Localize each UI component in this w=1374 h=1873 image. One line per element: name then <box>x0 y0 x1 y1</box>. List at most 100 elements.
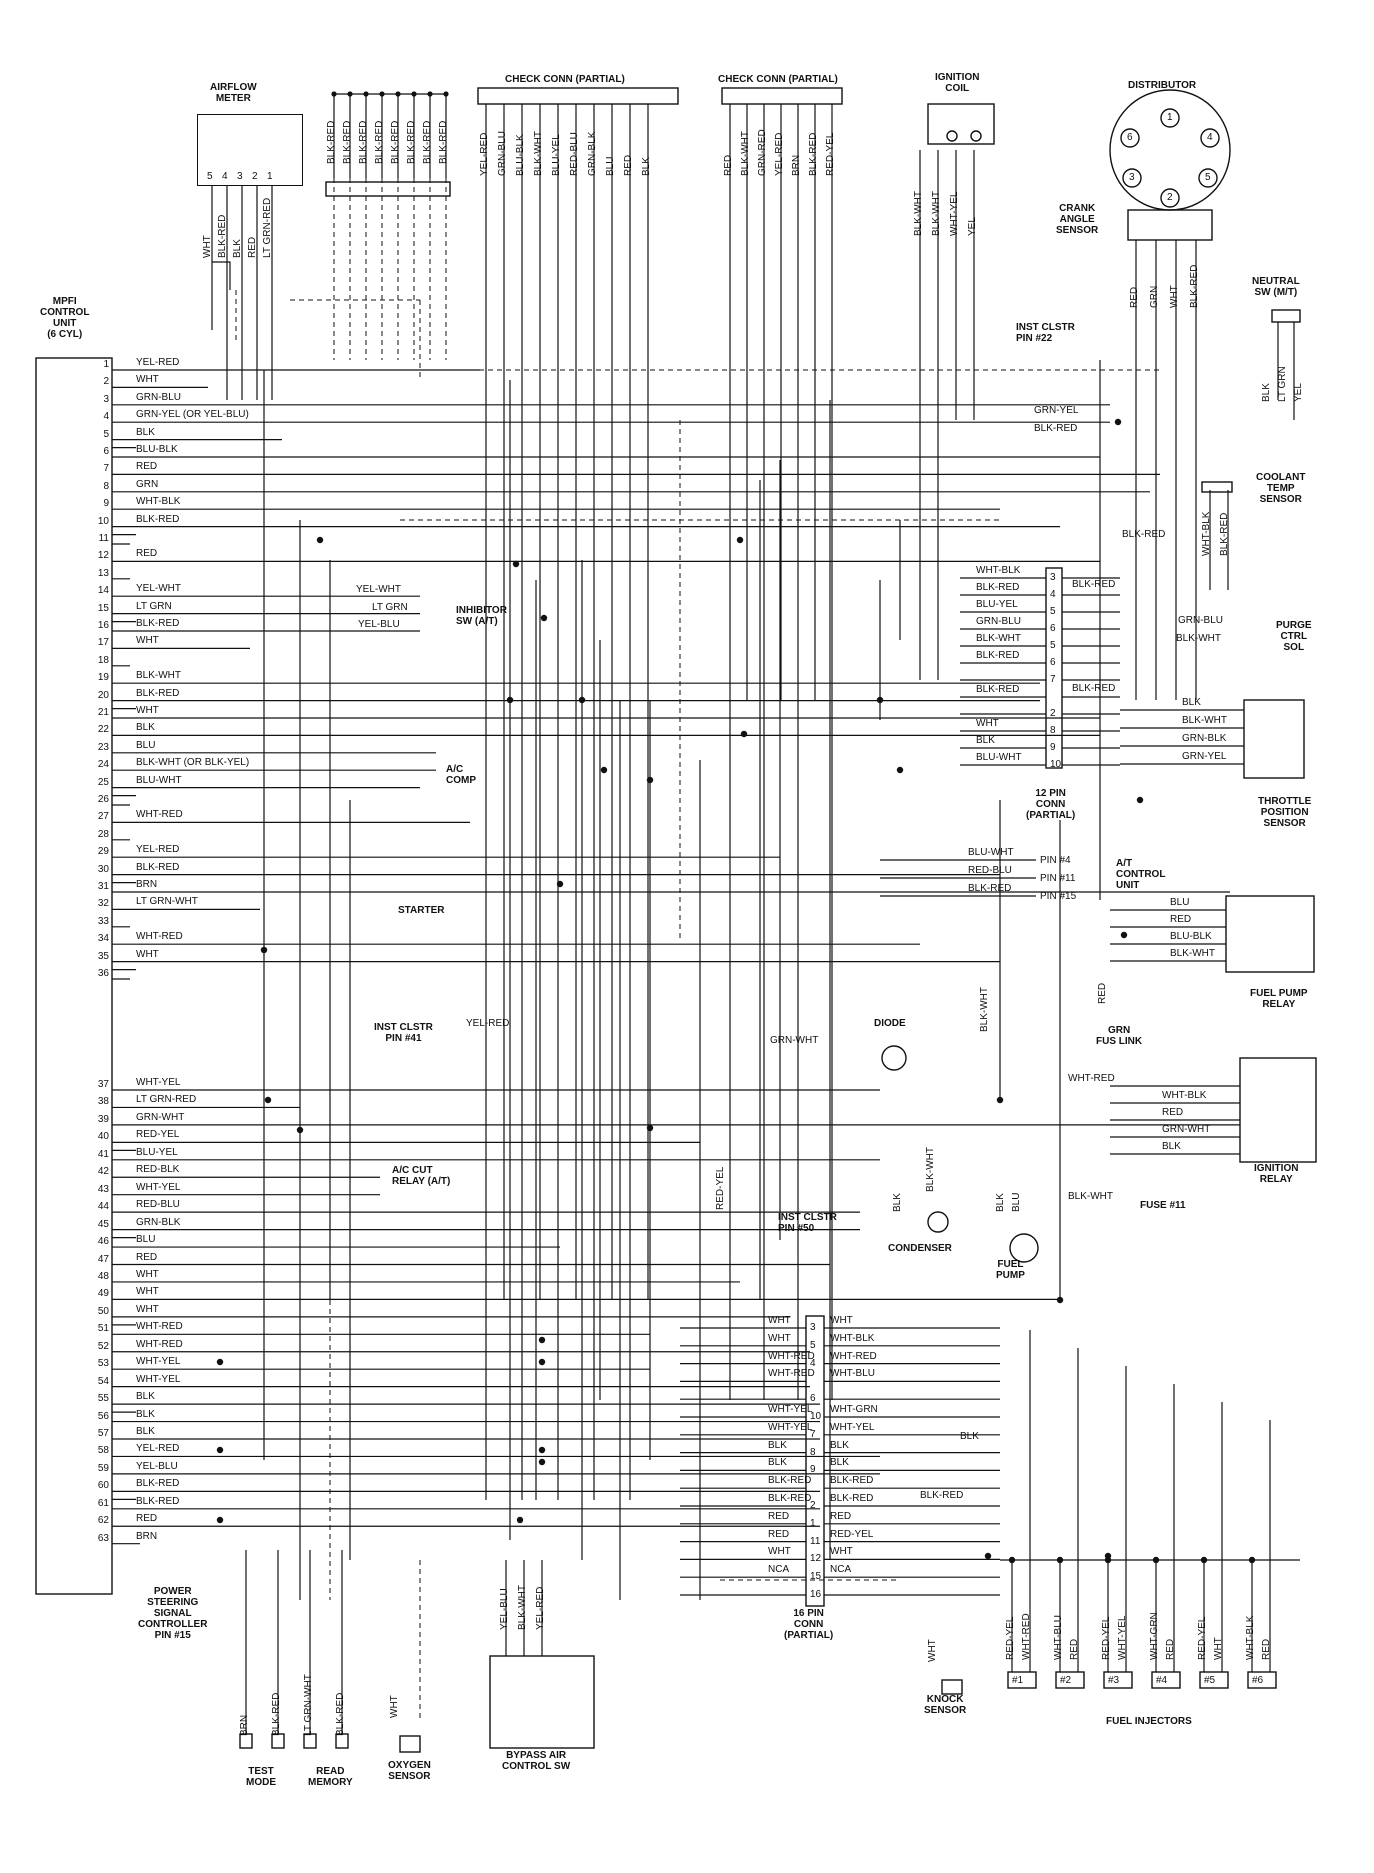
test-connector <box>239 1733 253 1749</box>
check-conn-2 <box>721 87 843 105</box>
distributor-number: 1 <box>1167 112 1173 123</box>
ecu-pin-number: 35 <box>97 950 109 962</box>
fp-relay-wire: BLK-WHT <box>1170 948 1215 959</box>
ecu-pin-wire-label: BLK <box>136 1426 155 1437</box>
sixteen-pin-number: 11 <box>810 1535 821 1547</box>
ign-relay-wire: RED <box>1162 1107 1184 1118</box>
injector-wire-b: WHT <box>1213 1637 1224 1660</box>
ecu-pin-wire-label: BLK-RED <box>136 1495 180 1507</box>
at-pin-label: PIN #11 <box>1040 873 1076 884</box>
ecu-pin-wire-label: YEL-BLU <box>136 1460 178 1472</box>
blk-cond: BLK <box>892 1193 903 1212</box>
sixteen-pin-number: 3 <box>810 1322 816 1333</box>
coolant-temp-sensor-label: COOLANT TEMP SENSOR <box>1256 472 1306 505</box>
fuel-injector <box>1007 1671 1037 1689</box>
check-conn-2-label: CHECK CONN (PARTIAL) <box>718 74 838 85</box>
sixteen-pin-number: 5 <box>810 1339 816 1351</box>
check-conn-1-wire: BLU-YEL <box>551 134 562 176</box>
ecu-pin-number: 46 <box>97 1236 109 1248</box>
sixteen-pin-number: 10 <box>810 1411 822 1422</box>
test-connector-wire: BRN <box>239 1714 250 1736</box>
splice-dot <box>1152 1556 1160 1564</box>
blkred-16pin-right: BLK-RED <box>920 1490 964 1501</box>
sixteen-pin-left: WHT <box>768 1315 791 1326</box>
sixteen-pin-right: WHT-BLK <box>830 1332 875 1344</box>
ecu-pin-number: 63 <box>97 1532 109 1544</box>
bypass-wire: YEL-RED <box>535 1586 546 1630</box>
splice-dot <box>740 730 748 738</box>
injector-wire-a: WHT-GRN <box>1149 1612 1160 1660</box>
ecu-pin-number: 49 <box>97 1288 109 1300</box>
twelve-pin-left-wire: BLK-RED <box>976 650 1020 661</box>
inhibitor-wire-1: YEL-WHT <box>356 584 401 595</box>
fp-relay-wire: RED <box>1170 914 1192 925</box>
sixteen-pin-right: WHT <box>830 1546 853 1558</box>
splice-dot <box>1114 418 1122 426</box>
fuel-pump-symbol <box>1009 1233 1039 1263</box>
splice-dot <box>216 1446 224 1454</box>
ecu-pin-number: 30 <box>97 863 109 875</box>
test-connector <box>335 1733 349 1749</box>
crank-angle-sensor-label: CRANK ANGLE SENSOR <box>1056 203 1099 236</box>
blkred-group-wire: BLK-RED <box>422 120 433 164</box>
pin-16-conn-label: 16 PIN CONN (PARTIAL) <box>784 1608 834 1641</box>
ignition-coil-wire: BLK-WHT <box>913 191 924 236</box>
ecu-pin-wire-label: RED-BLU <box>136 1199 180 1211</box>
blkred-connector <box>325 181 451 197</box>
ecu-pin-wire-label: BLU-WHT <box>136 774 182 786</box>
ac-comp-label: A/C COMP <box>446 764 476 786</box>
sixteen-pin-right: BLK <box>830 1457 849 1469</box>
check-conn-2-wire: BLK-RED <box>808 132 819 176</box>
sixteen-pin-right: RED-YEL <box>830 1528 874 1540</box>
fuel-pump-relay-box <box>1225 895 1315 973</box>
blu-pump: BLU <box>1011 1192 1022 1212</box>
ecu-pin-wire-label: BRN <box>136 879 158 890</box>
ecu-pin-wire-label: RED <box>136 461 158 473</box>
splice-dot <box>506 696 514 704</box>
ecu-pin-wire-label: BLK <box>136 426 155 438</box>
injector-wire-a: RED-YEL <box>1197 1616 1208 1660</box>
ecu-pin-number: 60 <box>97 1480 109 1492</box>
blk-pump: BLK <box>995 1193 1006 1212</box>
ecu-pin-number: 14 <box>97 585 109 597</box>
ecu-pin-number: 15 <box>97 602 109 614</box>
diode-label: DIODE <box>874 1018 906 1029</box>
ecu-pin-number: 16 <box>97 620 109 631</box>
sixteen-pin-number: 2 <box>810 1500 816 1511</box>
sixteen-pin-right: NCA <box>830 1564 852 1576</box>
ecu-pin-number: 12 <box>97 550 109 562</box>
ecu-pin-wire-label: GRN-WHT <box>136 1111 185 1123</box>
ecu-pin-number: 51 <box>97 1323 109 1335</box>
splice-dot <box>1120 931 1128 939</box>
blkwht-cond: BLK-WHT <box>925 1147 936 1192</box>
blkred-group-wire: BLK-RED <box>374 120 385 164</box>
twelve-pin-number: 5 <box>1050 606 1056 617</box>
distributor-number: 2 <box>1167 192 1173 203</box>
twelve-pin-left-wire: BLK <box>976 735 995 746</box>
ecu-pin-number: 58 <box>97 1445 109 1457</box>
check-conn-1-wire: BLK <box>641 157 652 176</box>
sixteen-pin-right: WHT-RED <box>830 1350 877 1362</box>
blk-16pin-right: BLK <box>960 1431 979 1442</box>
splice-dot <box>316 536 324 544</box>
ecu-pin-number: 47 <box>97 1253 109 1265</box>
airflow-pin: 4 <box>222 171 228 182</box>
wht-o2: WHT <box>389 1695 400 1718</box>
neutral-switch <box>1271 309 1301 323</box>
ecu-pin-number: 55 <box>97 1393 109 1405</box>
sixteen-pin-left: RED <box>768 1510 790 1522</box>
inhibitor-wire-3: YEL-BLU <box>358 619 400 630</box>
ecu-pin-wire-label: WHT-RED <box>136 809 183 821</box>
blk-red-coolant-label: BLK-RED <box>1122 529 1166 540</box>
blkred-group-wire: BLK-RED <box>406 120 417 164</box>
injector-wire-b: RED <box>1069 1638 1080 1660</box>
ecu-pin-wire-label: BLU-YEL <box>136 1146 178 1158</box>
ecu-pin-wire-label: BLK-RED <box>136 861 180 873</box>
sixteen-pin-left: BLK <box>768 1457 787 1469</box>
fuel-pump-label: FUEL PUMP <box>996 1259 1025 1281</box>
sixteen-pin-left: BLK-RED <box>768 1493 812 1504</box>
ecu-pin-number: 22 <box>97 724 109 736</box>
ignition-coil-box <box>927 103 995 145</box>
fuel-injector <box>1151 1671 1181 1689</box>
inst-clstr-41-label: INST CLSTR PIN #41 <box>374 1022 433 1044</box>
